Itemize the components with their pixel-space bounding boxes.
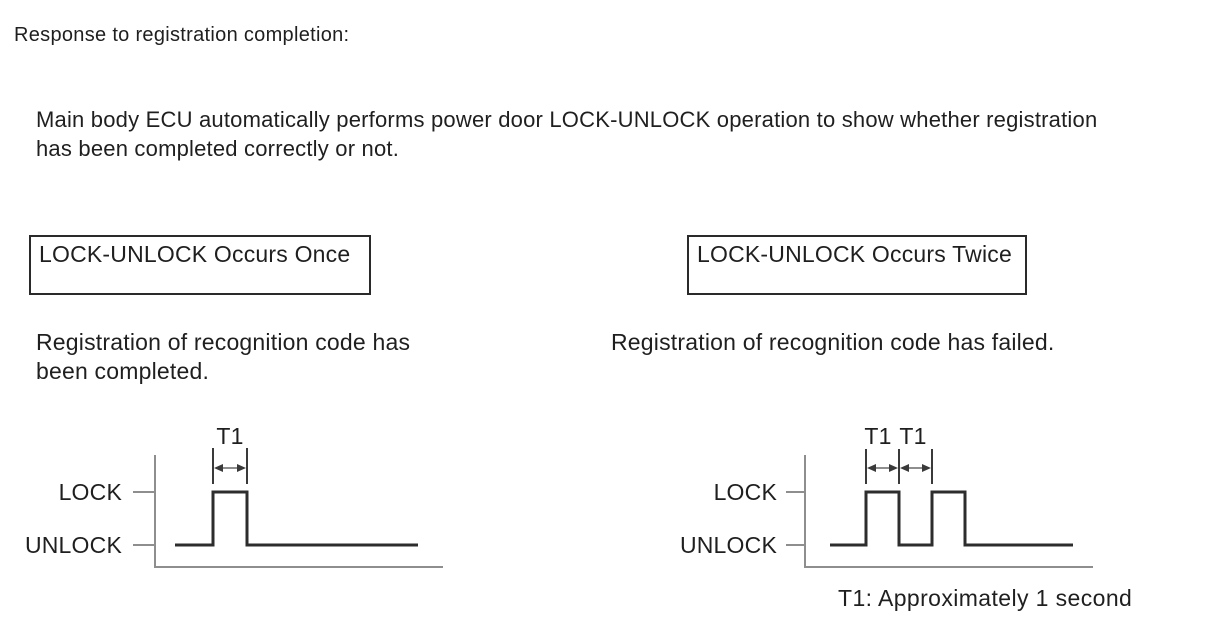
arrowhead-right — [922, 464, 931, 472]
t1-label: T1 — [216, 423, 243, 449]
timing-diagram-twice: LOCK UNLOCK T1 T1 — [680, 423, 1093, 568]
lock-label: LOCK — [59, 479, 123, 505]
result-box-twice-label: LOCK-UNLOCK Occurs Twice — [697, 241, 1012, 267]
timing-diagram-once: LOCK UNLOCK T1 — [25, 423, 443, 568]
t1-label-first: T1 — [864, 423, 891, 449]
signal-waveform — [830, 490, 1073, 547]
caption-failed: Registration of recognition code has fai… — [611, 329, 1055, 355]
unlock-label: UNLOCK — [25, 532, 123, 558]
diagram-axes — [133, 455, 443, 568]
signal-waveform — [175, 490, 418, 547]
page-title: Response to registration completion: — [14, 24, 350, 46]
arrowhead-left — [900, 464, 909, 472]
diagram-axes — [786, 455, 1093, 568]
unlock-label: UNLOCK — [680, 532, 778, 558]
t1-interval-marker-first — [865, 449, 900, 484]
t1-label-second: T1 — [899, 423, 926, 449]
result-box-twice: LOCK-UNLOCK Occurs Twice — [687, 235, 1027, 295]
caption-completed: Registration of recognition code has bee… — [36, 329, 411, 384]
description-text: Main body ECU automatically performs pow… — [36, 107, 1098, 161]
result-box-once: LOCK-UNLOCK Occurs Once — [29, 235, 371, 295]
t1-interval-marker — [212, 448, 248, 484]
arrowhead-left — [214, 464, 223, 472]
arrowhead-right — [889, 464, 898, 472]
lock-label: LOCK — [714, 479, 778, 505]
t1-footnote: T1: Approximately 1 second — [838, 585, 1133, 611]
arrowhead-right — [237, 464, 246, 472]
t1-interval-marker-second — [900, 449, 933, 484]
result-box-once-label: LOCK-UNLOCK Occurs Once — [39, 241, 351, 267]
arrowhead-left — [867, 464, 876, 472]
